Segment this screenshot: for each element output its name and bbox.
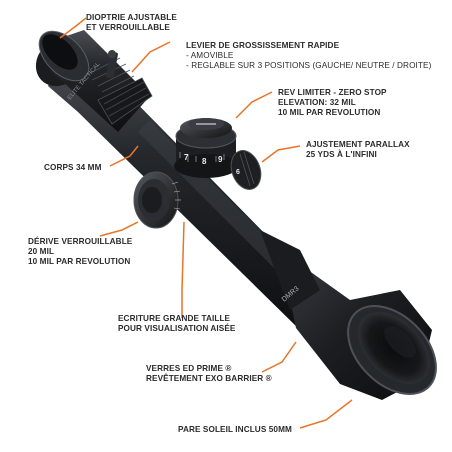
callout-elevation: REV LIMITER - ZERO STOP ELEVATION: 32 MI… <box>278 88 387 118</box>
parallax-knob: 6 <box>230 150 262 190</box>
leader-line-magnification <box>131 41 171 73</box>
throw-lever <box>106 50 118 79</box>
callout-diopter: DIOPTRIE AJUSTABLE ET VERROUILLABLE <box>86 13 177 33</box>
leader-lines <box>59 17 353 429</box>
leader-line-parallax <box>261 145 301 163</box>
callout-elevation-line-3: 10 MIL PAR REVOLUTION <box>278 108 381 117</box>
callout-diopter-line-1: DIOPTRIE AJUSTABLE <box>86 13 177 22</box>
turret-number-8: 8 <box>202 157 207 166</box>
callout-parallax: AJUSTEMENT PARALLAX 25 YDS À L'INFINI <box>306 140 410 160</box>
callout-markings: ECRITURE GRANDE TAILLE POUR VISUALISATIO… <box>118 314 236 334</box>
leader-line-sunshade <box>299 399 353 429</box>
callout-glass-line-1: VERRES ED PRIME ® <box>146 364 232 373</box>
callout-parallax-line-2: 25 YDS À L'INFINI <box>306 150 377 159</box>
callout-magnification-line-3: - REGLABLE SUR 3 POSITIONS (GAUCHE/ NEUT… <box>186 61 432 70</box>
callout-glass: VERRES ED PRIME ® REVÊTEMENT EXO BARRIER… <box>146 364 272 384</box>
parallax-number: 6 <box>236 169 240 176</box>
callout-glass-line-2: REVÊTEMENT EXO BARRIER ® <box>146 374 272 383</box>
turret-number-7: 7 <box>184 153 189 162</box>
callout-windage: DÉRIVE VERROUILLABLE 20 MIL 10 MIL PAR R… <box>28 237 132 267</box>
turret-number-9: 9 <box>218 155 223 164</box>
callout-diopter-line-2: ET VERROUILLABLE <box>86 23 170 32</box>
callout-parallax-line-1: AJUSTEMENT PARALLAX <box>306 140 410 149</box>
callout-sunshade: PARE SOLEIL INCLUS 50MM <box>178 425 292 435</box>
callout-body-line-1: CORPS 34 MM <box>44 163 102 172</box>
callout-elevation-line-2: ELEVATION: 32 MIL <box>278 98 356 107</box>
leader-line-body <box>109 145 139 167</box>
elevation-turret: 7 8 9 <box>174 118 238 178</box>
callout-windage-line-3: 10 MIL PAR REVOLUTION <box>28 257 131 266</box>
callout-elevation-line-1: REV LIMITER - ZERO STOP <box>278 88 387 97</box>
callout-markings-line-2: POUR VISUALISATION AISÉE <box>118 324 236 333</box>
callout-magnification-line-1: LEVIER DE GROSSISSEMENT RAPIDE <box>186 41 340 50</box>
callout-windage-line-1: DÉRIVE VERROUILLABLE <box>28 237 133 246</box>
leader-line-elevation <box>235 91 273 119</box>
callout-magnification-line-2: - AMOVIBLE <box>186 51 234 60</box>
callout-body: CORPS 34 MM <box>44 163 102 173</box>
callout-windage-line-2: 20 MIL <box>28 247 55 256</box>
callout-magnification: LEVIER DE GROSSISSEMENT RAPIDE - AMOVIBL… <box>186 41 431 71</box>
leader-line-glass <box>261 341 297 373</box>
objective-lens <box>347 305 437 395</box>
leader-line-windage <box>99 221 139 237</box>
callout-sunshade-line-1: PARE SOLEIL INCLUS 50MM <box>178 425 292 434</box>
windage-turret <box>133 171 181 229</box>
leader-line-diopter <box>59 17 87 39</box>
leader-line-markings <box>181 221 185 318</box>
magnification-ring <box>97 77 153 125</box>
callout-markings-line-1: ECRITURE GRANDE TAILLE <box>118 314 231 323</box>
